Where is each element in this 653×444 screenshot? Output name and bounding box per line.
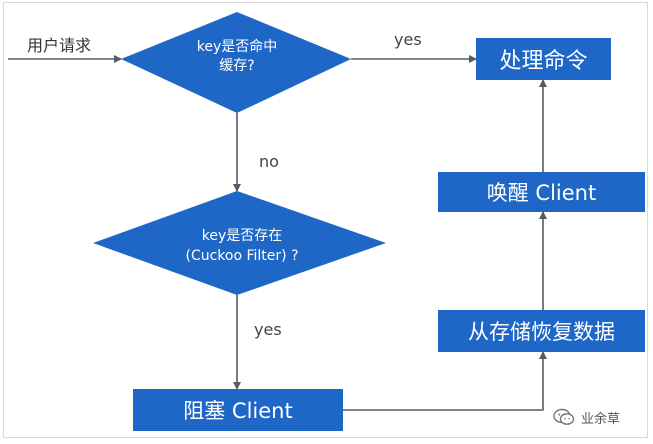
edge-label-yes-bottom: yes bbox=[254, 320, 282, 339]
edge-label-yes-top: yes bbox=[394, 30, 422, 49]
decision-key-exists-diamond bbox=[93, 191, 386, 295]
watermark-text: 业余草 bbox=[581, 411, 621, 427]
edge-label-no: no bbox=[259, 152, 279, 171]
wechat-icon bbox=[553, 408, 575, 425]
wake-client-box: 唤醒 Client bbox=[438, 172, 645, 212]
watermark: 业余草 bbox=[553, 407, 620, 427]
decision-cache-hit-diamond bbox=[121, 12, 351, 113]
restore-from-storage-box: 从存储恢复数据 bbox=[438, 310, 645, 352]
start-label: 用户请求 bbox=[27, 36, 92, 55]
decision-key-exists-text: key是否存在 (Cuckoo Filter) ? bbox=[97, 226, 387, 266]
decision-cache-hit-text: key是否命中 缓存? bbox=[150, 38, 324, 76]
image-frame bbox=[3, 2, 648, 438]
decision-key-exists-line2: (Cuckoo Filter) ? bbox=[185, 248, 299, 264]
arrow-block-to-restore bbox=[343, 351, 547, 411]
decision-cache-hit-line1: key是否命中 bbox=[196, 39, 278, 55]
process-command-box: 处理命令 bbox=[476, 38, 611, 80]
decision-key-exists-line1: key是否存在 bbox=[201, 228, 283, 244]
decision-cache-hit-line2: 缓存? bbox=[219, 58, 255, 74]
block-client-box: 阻塞 Client bbox=[133, 389, 343, 431]
